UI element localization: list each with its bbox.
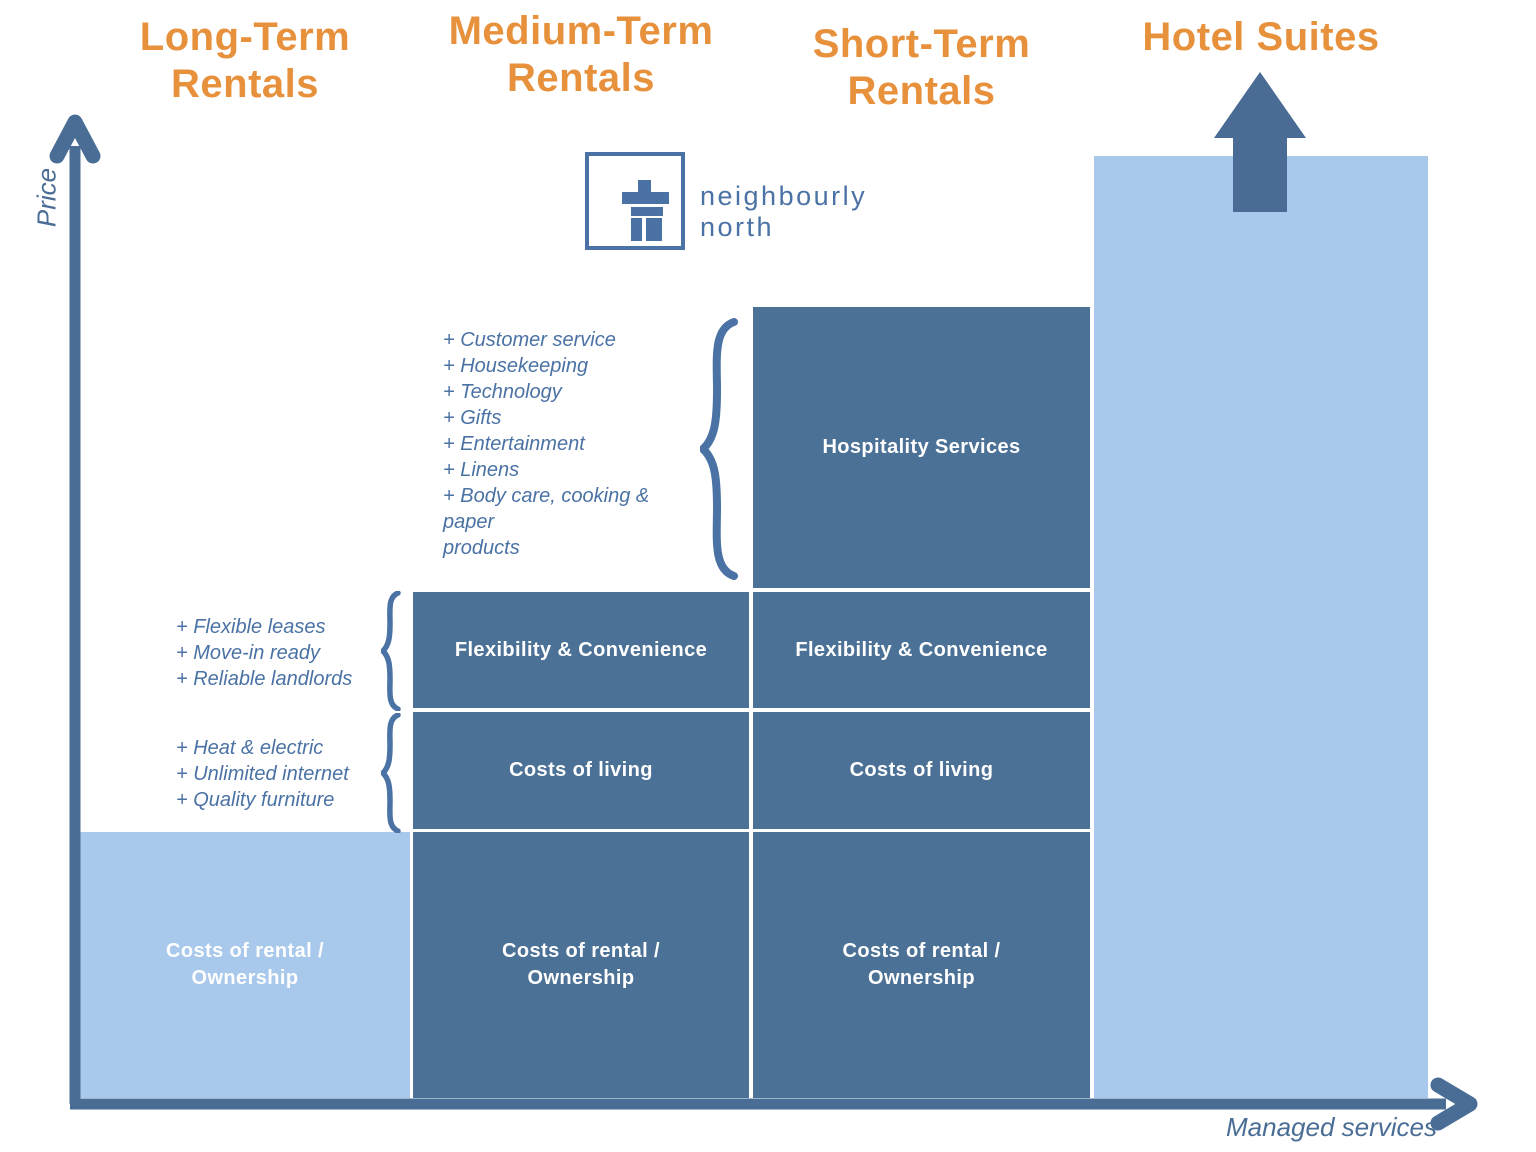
annotation-line: + Customer service <box>443 329 616 351</box>
annotation-line: + Reliable landlords <box>176 668 353 690</box>
annotation-line: products <box>443 537 520 559</box>
annotation-line: + Gifts <box>443 407 502 429</box>
annotation-costs-of-living-list: + Heat & electric + Unlimited internet +… <box>176 735 349 813</box>
y-axis-label: Price <box>31 167 62 228</box>
annotation-line: + Move-in ready <box>176 642 320 664</box>
annotation-line: + Housekeeping <box>443 355 589 377</box>
bar-hotel-suites <box>1094 156 1428 1098</box>
x-axis-arrowhead-icon <box>1430 1077 1478 1131</box>
inukshuk-icon <box>622 180 669 241</box>
curly-brace-flexibility <box>381 591 401 711</box>
annotation-line: + Flexible leases <box>176 616 326 638</box>
segment-short-term-costs-of-living: Costs of living <box>753 712 1090 829</box>
curly-brace-hospitality <box>700 318 738 580</box>
segment-medium-term-costs-of-living: Costs of living <box>413 712 749 829</box>
segment-long-term-costs-of-rental: Costs of rental / Ownership <box>80 832 410 1098</box>
annotation-line: + Body care, cooking & <box>443 485 650 507</box>
segment-medium-term-flexibility-convenience: Flexibility & Convenience <box>413 592 749 708</box>
annotation-line: + Linens <box>443 459 520 481</box>
segment-short-term-hospitality-services: Hospitality Services <box>753 307 1090 588</box>
logo-wordmark-line1: neighbourly <box>700 181 868 211</box>
annotation-line: + Unlimited internet <box>176 763 349 785</box>
logo-frame <box>585 152 685 250</box>
annotation-line: + Heat & electric <box>176 737 324 759</box>
annotation-line: + Quality furniture <box>176 789 335 811</box>
annotation-hospitality-services-list: + Customer service + Housekeeping + Tech… <box>443 327 649 561</box>
column-header-medium-term-rentals: Medium-Term Rentals <box>448 9 714 100</box>
segment-short-term-costs-of-rental: Costs of rental / Ownership <box>753 832 1090 1098</box>
logo-wordmark-line2: north <box>700 212 775 242</box>
column-header-long-term-rentals: Long-Term Rentals <box>139 15 351 106</box>
annotation-line: + Entertainment <box>443 433 585 455</box>
column-header-hotel-suites: Hotel Suites <box>1142 15 1380 59</box>
segment-short-term-flexibility-convenience: Flexibility & Convenience <box>753 592 1090 708</box>
annotation-line: + Technology <box>443 381 562 403</box>
annotation-line: paper <box>443 511 495 533</box>
curly-brace-costs-of-living <box>381 713 401 833</box>
segment-medium-term-costs-of-rental: Costs of rental / Ownership <box>413 832 749 1098</box>
column-header-short-term-rentals: Short-Term Rentals <box>812 22 1031 113</box>
annotation-flexibility-list: + Flexible leases + Move-in ready + Reli… <box>176 614 352 692</box>
x-axis-label: Managed services <box>1226 1112 1437 1142</box>
logo-wordmark: neighbourly north <box>700 181 867 243</box>
